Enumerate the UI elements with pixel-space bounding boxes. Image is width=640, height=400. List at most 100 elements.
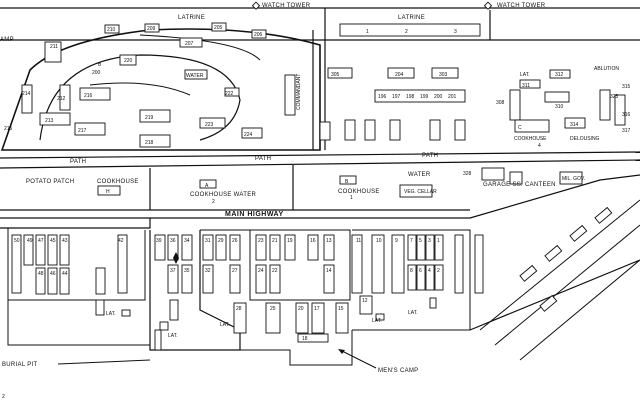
label-14: 14 (326, 268, 332, 274)
label-cookhouse: COOKHOUSE (514, 136, 547, 142)
label-316: 316 (622, 112, 631, 118)
barrack-214 (21, 84, 33, 114)
barrack-218 (139, 134, 171, 148)
label-4: 4 (538, 143, 541, 149)
barrack-building (11, 234, 22, 294)
barrack-building (47, 267, 58, 295)
left-compound-labels: 211 212 214 215 216 217 218 219 213 210 … (4, 25, 263, 146)
barrack-building (181, 264, 193, 294)
label-211: 211 (50, 44, 58, 50)
barrack-building (229, 264, 241, 294)
barrack-building (284, 234, 296, 261)
barrack-224 (241, 127, 263, 139)
label-48: 48 (38, 271, 44, 277)
label-50: 50 (14, 238, 20, 244)
barrack-206 (251, 29, 267, 39)
barrack-220 (119, 54, 137, 66)
water-right-label: WATER (408, 172, 431, 178)
label-218: 218 (145, 140, 154, 146)
barrack-building (59, 267, 70, 295)
label-15: 15 (338, 306, 344, 312)
label-46: 46 (50, 271, 56, 277)
barrack-building (474, 234, 484, 294)
label-315: 315 (622, 84, 631, 90)
label-209: 209 (147, 26, 156, 32)
label-9: 9 (395, 238, 398, 244)
label-27: 27 (232, 268, 238, 274)
barrack-building (202, 234, 214, 261)
label-220: 220 (124, 58, 133, 64)
label-34: 34 (184, 238, 190, 244)
barrack-building (154, 234, 166, 261)
latrine-left-label: LATRINE (178, 15, 205, 21)
main-highway-label: MAIN HIGHWAY (225, 211, 284, 218)
barrack-210 (104, 24, 120, 34)
watch-tower-marker (251, 1, 261, 10)
label-206: 206 (254, 32, 263, 38)
barrack-building (202, 264, 214, 294)
mens-camp-label: MEN'S CAMP (378, 368, 418, 374)
barrack-222 (224, 87, 240, 97)
label-214: 214 (22, 91, 31, 97)
label-3: 3 (454, 29, 457, 35)
cookhouse-water-label: COOKHOUSE WATER (190, 192, 257, 198)
label-4: 4 (428, 268, 431, 274)
path-label-right: PATH (422, 153, 438, 159)
label-delousing: DELOUSING (570, 136, 600, 142)
fence-lines (0, 7, 640, 219)
barrack-building (233, 302, 247, 334)
barrack-207 (179, 37, 203, 48)
lower-labels: 50 49 47 45 43 42 39 36 34 31 29 26 23 2… (14, 238, 440, 342)
barrack-building (95, 267, 106, 295)
barrack-211 (44, 41, 62, 63)
camp-edge-label: AMP (0, 37, 14, 43)
label-29: 29 (218, 238, 224, 244)
path-label-left: PATH (70, 159, 86, 165)
barrack-building (117, 234, 128, 294)
barrack-building (454, 234, 464, 294)
barrack-building (311, 302, 325, 334)
label-310: 310 (555, 104, 564, 110)
barrack-building (434, 234, 444, 261)
barrack-building (154, 329, 162, 351)
label-199: 199 (420, 94, 429, 100)
barrack-building (375, 313, 385, 321)
label-18: 18 (302, 336, 308, 342)
barrack-building (255, 234, 267, 261)
label-311: 311 (522, 83, 530, 89)
veg-cellar-label: VEG. CELLAR (404, 189, 437, 195)
garage-canteen-label: GARAGE SS. CANTEEN (483, 182, 556, 188)
label-16: 16 (310, 238, 316, 244)
label-31: 31 (205, 238, 211, 244)
barrack-216 (79, 87, 111, 101)
label-39: 39 (156, 238, 162, 244)
barrack-building (181, 234, 193, 261)
label-water: WATER (186, 73, 204, 79)
barrack-building (121, 309, 131, 317)
cookhouse-2-label: COOKHOUSE (338, 189, 380, 195)
label-325: 325 (610, 94, 619, 100)
barrack-building (159, 321, 169, 331)
label-ablution: ABLUTION (594, 66, 619, 72)
label-37: 37 (170, 268, 176, 274)
commandant-label: COMMANDANT (296, 74, 302, 110)
barrack-209 (144, 23, 160, 33)
label-219: 219 (145, 115, 154, 121)
label-205: 205 (214, 25, 223, 31)
barrack-building (391, 234, 405, 294)
cookhouse-water-num: 2 (212, 199, 215, 205)
label-201: 201 (448, 94, 457, 100)
label-32: 32 (205, 268, 211, 274)
cookhouse-water-a: A (205, 183, 209, 189)
label-44: 44 (62, 271, 68, 277)
barrack-212 (59, 84, 71, 111)
barrack-building (434, 264, 444, 291)
label-2: 2 (437, 268, 440, 274)
label-2: 2 (405, 29, 408, 35)
middle-band (97, 165, 583, 210)
watch-tower-right-label: WATCH TOWER (497, 3, 546, 9)
barrack-building (323, 234, 335, 261)
label-12: 12 (362, 298, 368, 304)
barrack-building (59, 234, 70, 266)
label-45: 45 (50, 238, 56, 244)
